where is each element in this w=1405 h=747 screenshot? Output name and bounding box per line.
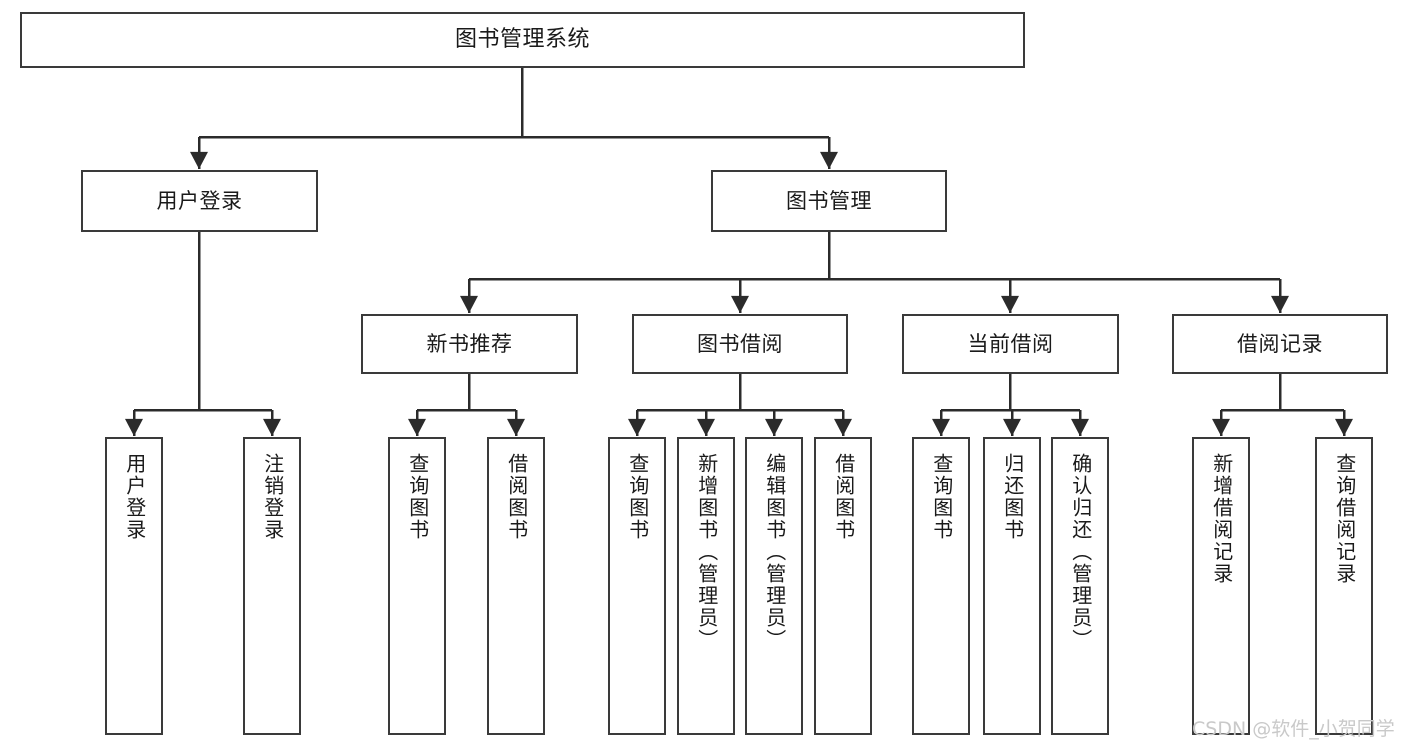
arrow-head [731, 295, 749, 313]
arrow-head [820, 151, 838, 169]
node-label: 图书管理系统 [454, 27, 590, 53]
leaf-node-leaf-query-record: 查询借阅记录 [1315, 437, 1373, 735]
node-label: 注销登录 [260, 453, 285, 541]
leaf-node-leaf-borrow-book-1: 借阅图书 [487, 437, 545, 735]
arrow-head [1212, 418, 1230, 436]
leaf-node-leaf-query-book-3: 查询图书 [912, 437, 970, 735]
leaf-node-leaf-borrow-book-2: 借阅图书 [814, 437, 872, 735]
arrow-head [408, 418, 426, 436]
leaf-node-leaf-add-book: 新增图书（管理员） [677, 437, 735, 735]
node-label: 图书借阅 [697, 331, 783, 356]
node-current-borrow: 当前借阅 [902, 314, 1119, 374]
node-label: 用户登录 [122, 453, 147, 541]
node-book-borrow: 图书借阅 [632, 314, 848, 374]
node-label: 用户登录 [156, 188, 243, 213]
node-user-login: 用户登录 [81, 170, 318, 232]
node-label: 图书管理 [786, 188, 872, 213]
leaf-node-leaf-return-book: 归还图书 [983, 437, 1041, 735]
node-label: 查询图书 [405, 453, 430, 541]
arrow-head [1001, 295, 1019, 313]
arrow-head [263, 418, 281, 436]
arrow-head [697, 418, 715, 436]
node-label: 查询图书 [625, 453, 650, 541]
leaf-node-leaf-query-book-1: 查询图书 [388, 437, 446, 735]
csdn-watermark: CSDN @软件_小贺同学 [1192, 718, 1395, 740]
node-label: 新增图书（管理员） [694, 453, 719, 651]
arrow-head [932, 418, 950, 436]
node-label: 新增借阅记录 [1209, 453, 1234, 585]
arrow-head [628, 418, 646, 436]
arrow-head [125, 418, 143, 436]
node-label: 当前借阅 [967, 331, 1054, 356]
node-label: 确认归还（管理员） [1068, 453, 1093, 651]
arrow-head [1003, 418, 1021, 436]
arrow-head [1335, 418, 1353, 436]
node-new-book-rec: 新书推荐 [361, 314, 578, 374]
node-label: 借阅图书 [831, 453, 856, 541]
arrow-head [1071, 418, 1089, 436]
arrow-head [460, 295, 478, 313]
node-label: 查询图书 [929, 453, 954, 541]
root-node-book-management-system: 图书管理系统 [20, 12, 1025, 68]
node-label: 借阅记录 [1237, 331, 1323, 356]
leaf-node-leaf-add-record: 新增借阅记录 [1192, 437, 1250, 735]
leaf-node-leaf-query-book-2: 查询图书 [608, 437, 666, 735]
leaf-node-leaf-confirm-return: 确认归还（管理员） [1051, 437, 1109, 735]
node-label: 编辑图书（管理员） [762, 453, 787, 651]
node-label: 新书推荐 [426, 331, 513, 356]
node-borrow-record: 借阅记录 [1172, 314, 1388, 374]
node-label: 借阅图书 [504, 453, 529, 541]
arrow-head [1271, 295, 1289, 313]
arrow-head [190, 151, 208, 169]
arrow-head [507, 418, 525, 436]
leaf-node-leaf-edit-book: 编辑图书（管理员） [745, 437, 803, 735]
node-book-manage: 图书管理 [711, 170, 947, 232]
node-label: 查询借阅记录 [1332, 453, 1357, 585]
leaf-node-leaf-user-login: 用户登录 [105, 437, 163, 735]
arrow-head [765, 418, 783, 436]
arrow-head [834, 418, 852, 436]
leaf-node-leaf-logout: 注销登录 [243, 437, 301, 735]
node-label: 归还图书 [1000, 453, 1025, 541]
